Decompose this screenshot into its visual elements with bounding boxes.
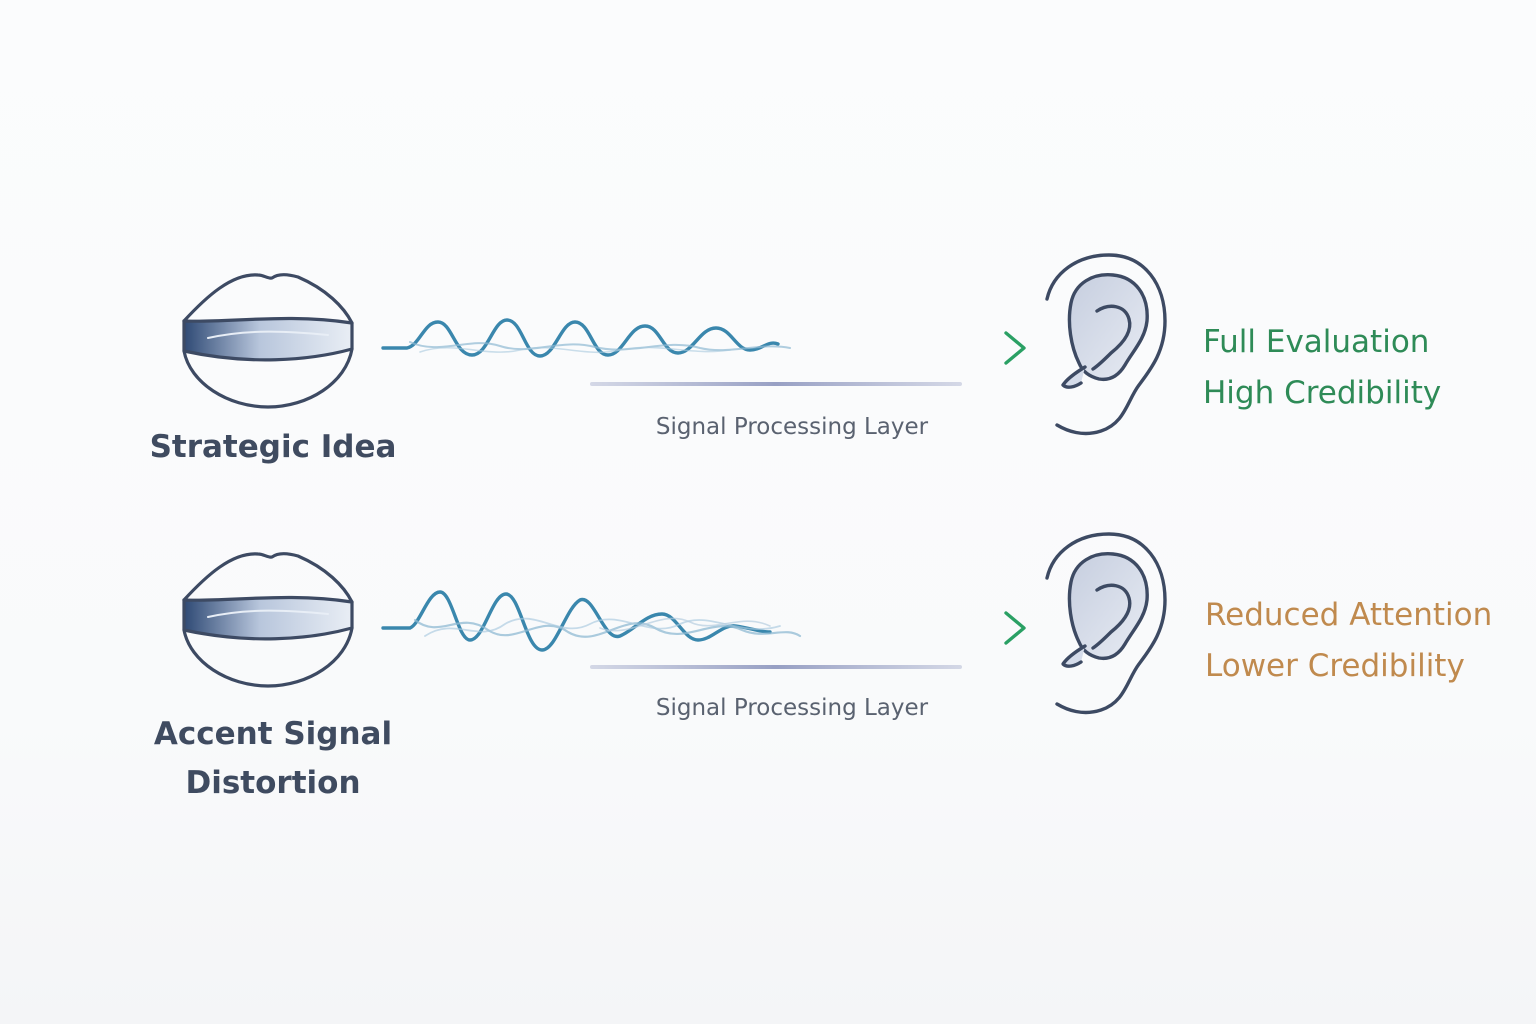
mouth-icon [182,273,354,409]
outcome-line: Full Evaluation [1203,324,1430,360]
signal-processing-layer-bar [590,665,962,669]
outcome-line: High Credibility [1203,375,1442,411]
outcome-line: Lower Credibility [1205,648,1465,684]
source-label-strategic-idea: Strategic Idea [149,429,397,465]
signal-arrow [381,331,1026,365]
mouth-icon [182,552,354,688]
row-strategic-idea [182,253,1167,436]
signal-processing-layer-label: Signal Processing Layer [655,695,929,721]
outcome-label-positive: Full Evaluation High Credibility [1203,317,1441,419]
row-accent-signal [182,532,1167,715]
ear-icon [1045,532,1167,715]
outcome-label-negative: Reduced Attention Lower Credibility [1205,590,1492,692]
signal-processing-layer-label: Signal Processing Layer [655,414,929,440]
signal-wave [381,318,791,358]
signal-wave-distorted [381,590,802,652]
signal-processing-layer-bar [590,382,962,386]
source-label-accent-signal: Accent Signal Distortion [153,716,393,801]
signal-arrow [381,611,1026,645]
outcome-line: Reduced Attention [1205,597,1493,633]
ear-icon [1045,253,1167,436]
